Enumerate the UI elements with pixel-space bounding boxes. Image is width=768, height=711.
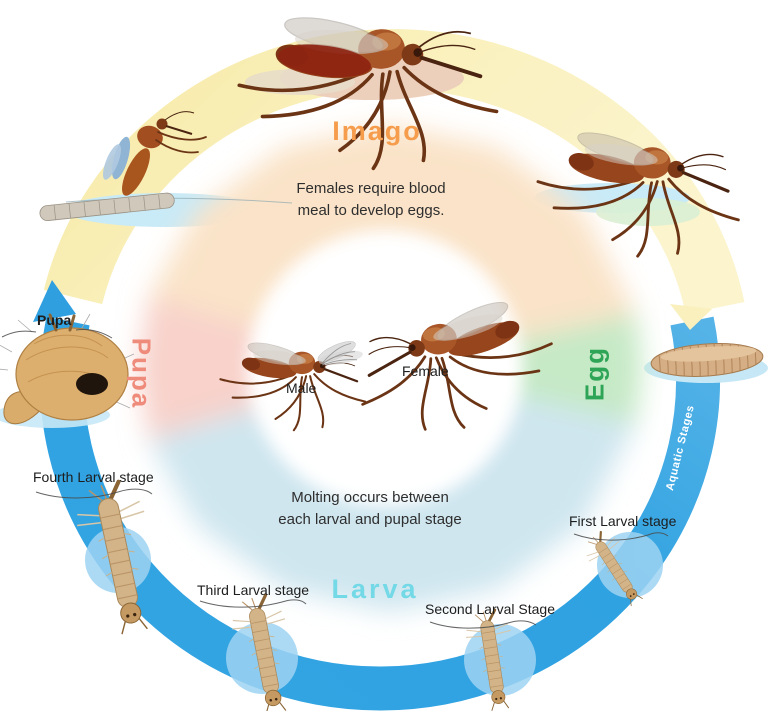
label-first-larval-stage: First Larval stage [569,513,677,529]
male-mosquito-icon [219,337,367,432]
note-blood-meal: Females require blood meal to develop eg… [296,180,446,219]
band-arrowhead [33,280,76,322]
stage-title-pupa: Pupa [126,337,157,410]
label-pupa: Pupa [37,312,72,328]
note-molting: Molting occurs between each larval and p… [278,489,462,528]
label-female: Female [402,363,449,379]
blood-fed-adult-mosquito-icon [233,0,502,178]
label-third-larval-stage: Third Larval stage [197,582,310,598]
pupa-icon [0,313,135,425]
label-second-larval-stage: Second Larval Stage [425,601,555,617]
label-leader-lines [1,329,669,629]
stage-title-imago: Imago [332,116,422,146]
aquatic-stages-band [40,316,720,711]
band-start-notch [670,304,712,330]
label-male: Male [286,380,317,396]
emerging-adult-mosquito-icon [39,111,293,222]
stage-title-egg: Egg [579,345,610,402]
label-fourth-larval-stage: Fourth Larval stage [33,469,154,485]
stage-title-larva: Larva [331,574,419,604]
band-highlights [85,527,663,696]
